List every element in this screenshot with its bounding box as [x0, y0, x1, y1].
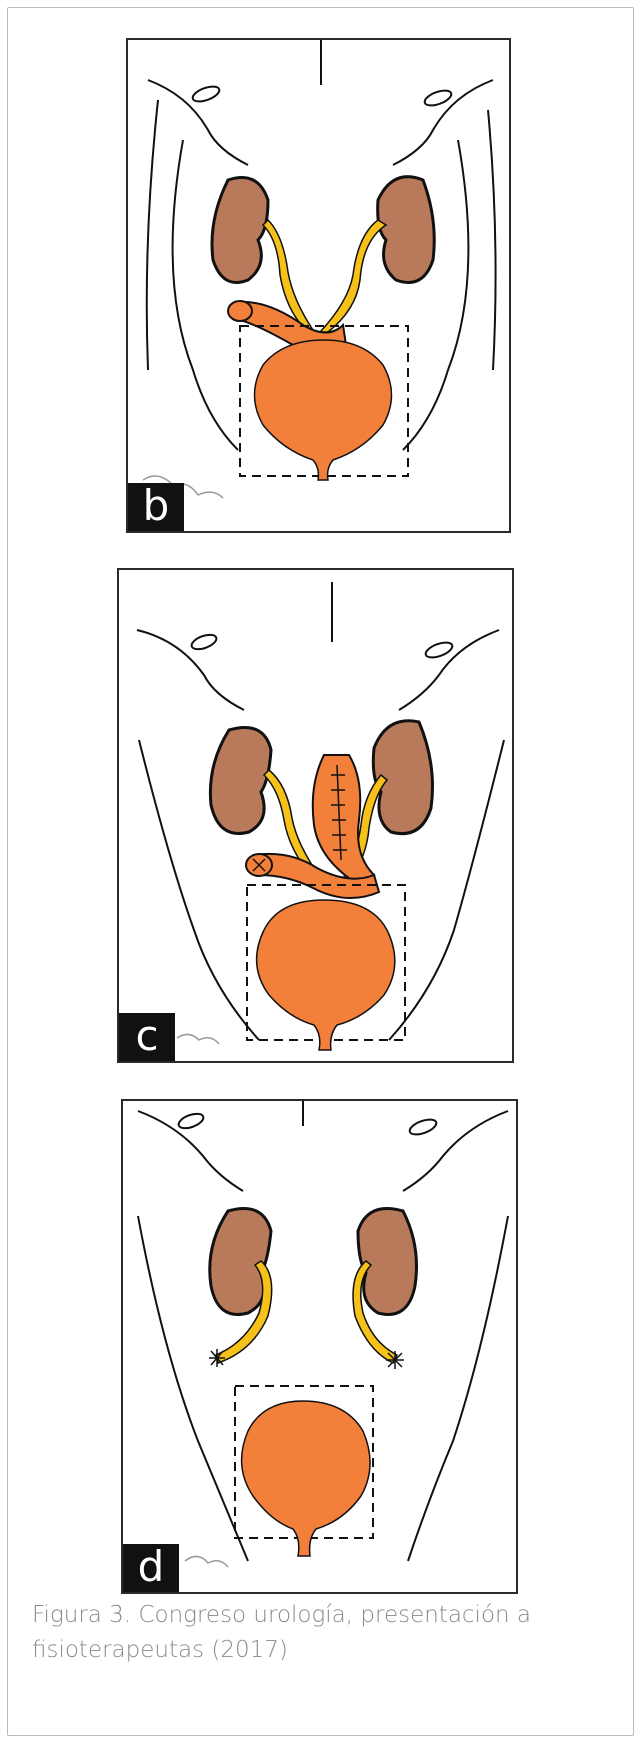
panel-c: c — [117, 568, 514, 1063]
panel-label-c: c — [119, 1013, 175, 1061]
panel-d: d — [121, 1099, 518, 1594]
panel-label-d: d — [123, 1544, 179, 1592]
panel-b: b — [126, 38, 511, 533]
diagram-c — [119, 570, 516, 1065]
panel-label-b: b — [128, 483, 184, 531]
diagram-b — [128, 40, 513, 535]
diagram-d — [123, 1101, 520, 1596]
figure-caption: Figura 3. Congreso urología, presentació… — [32, 1598, 612, 1668]
